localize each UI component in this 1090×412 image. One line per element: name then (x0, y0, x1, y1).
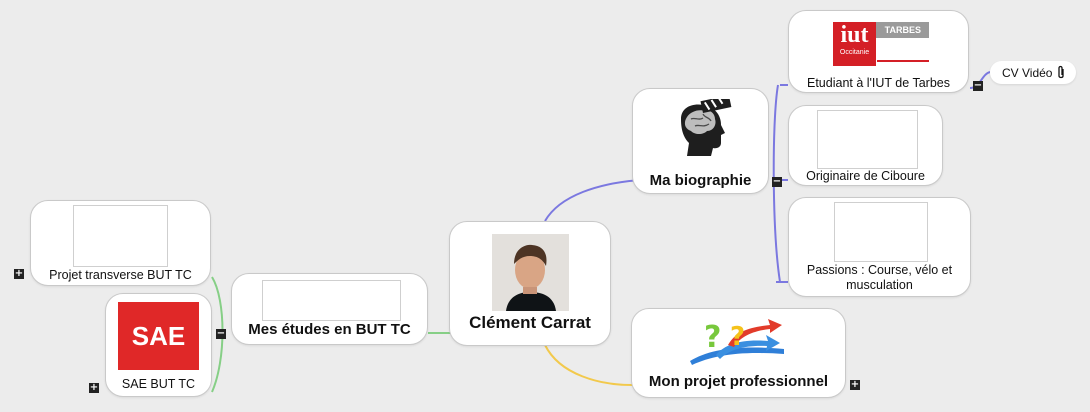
paperclip-icon[interactable] (1057, 65, 1065, 82)
link-central-biography (544, 179, 641, 222)
link-central-project (544, 344, 633, 386)
project-node[interactable]: ? ? Mon projet professionnel (631, 308, 846, 398)
biography-label: Ma biographie (649, 172, 752, 189)
origin-label: Originaire de Ciboure (806, 169, 925, 183)
iut-collapse-toggle[interactable]: − (973, 80, 983, 91)
iut-logo-swoosh (877, 60, 929, 62)
projet-expand-toggle[interactable]: + (14, 268, 24, 279)
sae-logo: SAE (118, 302, 199, 370)
cv-video-label: CV Vidéo (1002, 66, 1053, 80)
passions-node[interactable]: Passions : Course, vélo et musculation (788, 197, 971, 297)
origin-node[interactable]: Originaire de Ciboure (788, 105, 943, 186)
brain-clapperboard-icon (673, 95, 733, 157)
svg-text:?: ? (704, 320, 721, 355)
studies-node[interactable]: Mes études en BUT TC (231, 273, 428, 345)
studies-image-placeholder (262, 280, 401, 321)
portrait-photo (492, 234, 569, 311)
iut-label: Etudiant à l'IUT de Tarbes (807, 76, 950, 90)
passions-image-placeholder (834, 202, 928, 262)
central-node[interactable]: Clément Carrat (449, 221, 611, 346)
studies-label: Mes études en BUT TC (248, 321, 411, 338)
studies-collapse-toggle[interactable]: − (216, 328, 226, 339)
projet-transverse-node[interactable]: Projet transverse BUT TC (30, 200, 211, 286)
central-label: Clément Carrat (469, 313, 591, 332)
passions-label: Passions : Course, vélo et musculation (806, 263, 953, 292)
iut-logo-block: iut Occitanie (833, 22, 876, 66)
svg-text:?: ? (730, 322, 745, 352)
iut-logo-sub: Occitanie (839, 49, 870, 56)
sae-logo-text: SAE (131, 321, 186, 351)
projet-transverse-label: Projet transverse BUT TC (49, 268, 192, 282)
biography-node[interactable]: Ma biographie (632, 88, 769, 194)
project-label: Mon projet professionnel (648, 373, 829, 390)
sae-label: SAE BUT TC (121, 377, 196, 391)
biography-collapse-toggle[interactable]: − (772, 176, 782, 187)
iut-logo-text: iut (840, 22, 869, 48)
sae-node[interactable]: SAE SAE BUT TC (105, 293, 212, 397)
link-iut-cv (969, 71, 991, 89)
sae-expand-toggle[interactable]: + (89, 382, 99, 393)
cv-video-node[interactable]: CV Vidéo (990, 61, 1076, 84)
project-expand-toggle[interactable]: + (850, 379, 860, 390)
question-arrows-icon: ? ? (690, 315, 784, 365)
origin-image-placeholder (817, 110, 918, 169)
projet-image-placeholder (73, 205, 168, 267)
iut-node[interactable]: TARBES iut Occitanie Etudiant à l'IUT de… (788, 10, 969, 93)
iut-logo: TARBES iut Occitanie (833, 18, 929, 68)
